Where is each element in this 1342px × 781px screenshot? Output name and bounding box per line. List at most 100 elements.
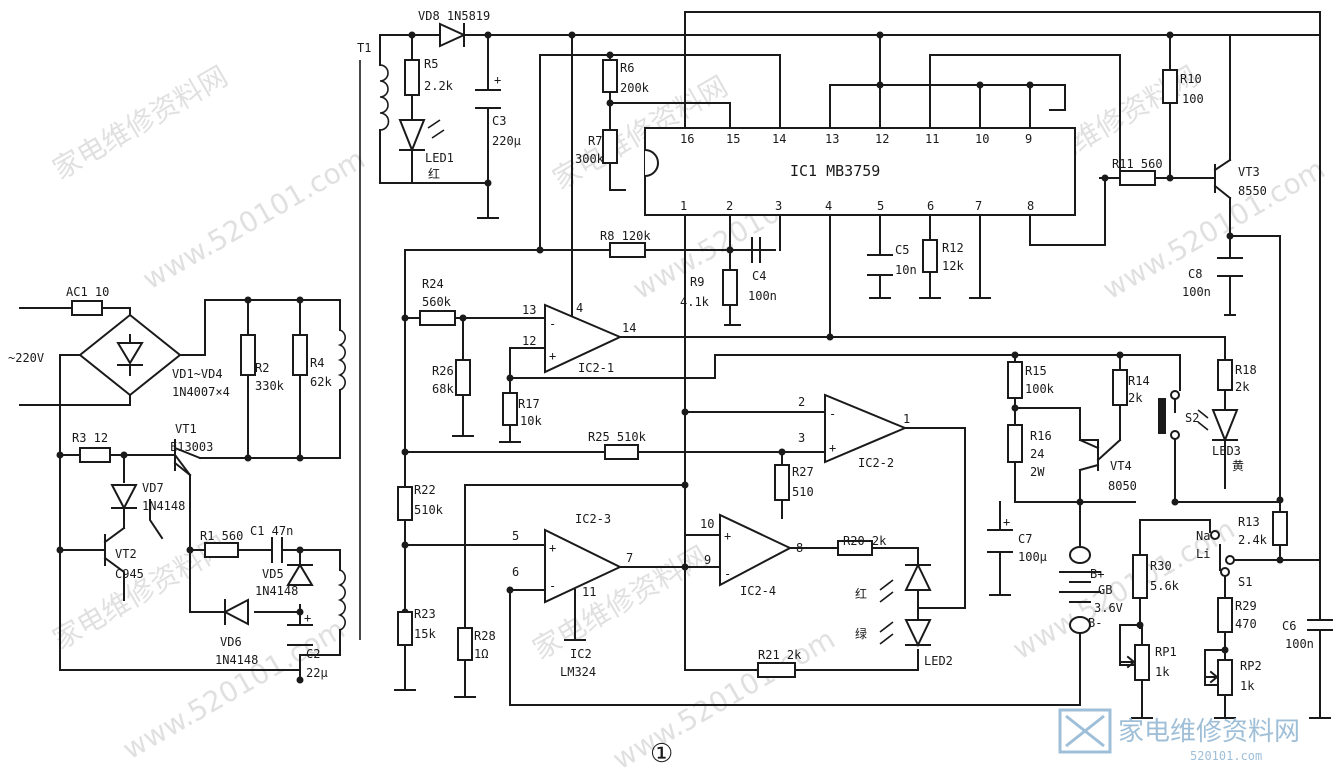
capacitor-c3: + <box>475 73 501 109</box>
ic2-2-pin: 1 <box>903 412 910 426</box>
label-r9-value: 4.1k <box>680 295 710 309</box>
capacitor-c6 <box>1307 619 1333 631</box>
label-battery-minus: B- <box>1088 616 1102 630</box>
diode-vd8 <box>439 22 467 48</box>
switch-s1 <box>1209 519 1235 577</box>
ic2-3-pin: 5 <box>512 529 519 543</box>
label-ic2-2: IC2-2 <box>858 456 894 470</box>
label-vd1-vd4-value: 1N4007×4 <box>172 385 230 399</box>
diode-vd5 <box>286 563 314 586</box>
resistor-r15 <box>1007 361 1023 399</box>
label-r17: R17 <box>518 397 540 411</box>
label-r23-value: 15k <box>414 627 436 641</box>
label-r30: R30 <box>1150 559 1172 573</box>
label-ac1: AC1 10 <box>66 285 109 299</box>
label-c5-value: 10n <box>895 263 917 277</box>
label-r10-value: 100 <box>1182 92 1204 106</box>
ic1-pin: 10 <box>975 132 989 146</box>
resistor-r27 <box>774 464 790 501</box>
label-r23: R23 <box>414 607 436 621</box>
transistor-vt4 <box>1078 438 1122 472</box>
battery-gb <box>1059 546 1101 634</box>
transistor-vt1 <box>173 439 202 477</box>
resistor-r5 <box>404 59 420 96</box>
label-r29: R29 <box>1235 599 1257 613</box>
label-r28-value: 1Ω <box>474 647 488 661</box>
ic2-1-pin: 12 <box>522 334 536 348</box>
label-r30-value: 5.6k <box>1150 579 1180 593</box>
resistor-r1 <box>204 542 239 558</box>
resistor-r24 <box>419 310 456 326</box>
label-r25: R25 510k <box>588 430 647 444</box>
led-led2 <box>879 562 932 648</box>
label-vt1-value: E13003 <box>170 440 213 454</box>
ic1-pin: 4 <box>825 199 832 213</box>
label-r7: R7 <box>588 134 602 148</box>
label-r7-value: 300k <box>575 152 605 166</box>
label-r22: R22 <box>414 483 436 497</box>
ic2-1-pin: 13 <box>522 303 536 317</box>
label-led1-color: 红 <box>428 166 440 181</box>
svg-text:+: + <box>304 611 311 625</box>
components: + + + <box>71 22 1333 696</box>
label-r16: R16 <box>1030 429 1052 443</box>
label-r6-value: 200k <box>620 81 650 95</box>
label-c8: C8 <box>1188 267 1202 281</box>
label-r4-value: 62k <box>310 375 332 389</box>
label-r26: R26 <box>432 364 454 378</box>
capacitor-c2: + <box>287 611 313 646</box>
svg-text:-: - <box>549 317 556 331</box>
ic1-pin: 13 <box>825 132 839 146</box>
label-vd5: VD5 <box>262 567 284 581</box>
ic1-pin: 16 <box>680 132 694 146</box>
svg-text:+: + <box>724 529 731 543</box>
label-c7-value: 100μ <box>1018 550 1047 564</box>
resistor-r12 <box>922 239 938 273</box>
junctions <box>56 31 1284 684</box>
label-c7: C7 <box>1018 532 1032 546</box>
ic1-pin: 6 <box>927 199 934 213</box>
switch-s2 <box>1158 390 1180 440</box>
label-vt3-value: 8550 <box>1238 184 1267 198</box>
label-r21: R21 2k <box>758 648 802 662</box>
diode-vd6 <box>222 598 249 626</box>
logo-title: 家电维修资料网 <box>1118 717 1300 747</box>
label-r5-value: 2.2k <box>424 79 454 93</box>
logo-site: 520101.com <box>1190 749 1262 763</box>
fuse-ac1 <box>71 300 103 316</box>
transformer-t1 <box>337 60 390 640</box>
label-rp2-value: 1k <box>1240 679 1255 693</box>
label-c1: C1 47n <box>250 524 293 538</box>
label-vt2: VT2 <box>115 547 137 561</box>
resistor-r9 <box>722 269 738 306</box>
ic2-3-pin: 11 <box>582 585 596 599</box>
capacitor-c7: + <box>987 515 1013 553</box>
label-ic2: IC2 <box>570 647 592 661</box>
label-c4: C4 <box>752 269 766 283</box>
label-c2: C2 <box>306 647 320 661</box>
label-vd6: VD6 <box>220 635 242 649</box>
capacitor-c1 <box>271 537 283 563</box>
ic1-pin: 2 <box>726 199 733 213</box>
label-r27-value: 510 <box>792 485 814 499</box>
label-r15-value: 100k <box>1025 382 1055 396</box>
resistor-r7 <box>602 129 618 164</box>
resistor-r8 <box>609 242 646 258</box>
label-r13: R13 <box>1238 515 1260 529</box>
ic1-pin: 15 <box>726 132 740 146</box>
resistor-r17 <box>502 392 518 426</box>
diode-vd7 <box>110 484 138 511</box>
label-ic1: IC1 MB3759 <box>790 162 880 180</box>
capacitor-c5 <box>867 254 893 276</box>
label-r2: R2 <box>255 361 269 375</box>
label-c5: C5 <box>895 243 909 257</box>
resistor-r13 <box>1272 511 1288 546</box>
label-r11: R11 560 <box>1112 157 1163 171</box>
label-vd7-value: 1N4148 <box>142 499 185 513</box>
svg-text:-: - <box>549 579 556 593</box>
label-led-red: 红 <box>855 586 867 601</box>
resistor-r18 <box>1217 359 1233 391</box>
label-r9: R9 <box>690 275 704 289</box>
opamp-ic2-4 <box>719 513 793 587</box>
led-led3 <box>1197 409 1239 443</box>
